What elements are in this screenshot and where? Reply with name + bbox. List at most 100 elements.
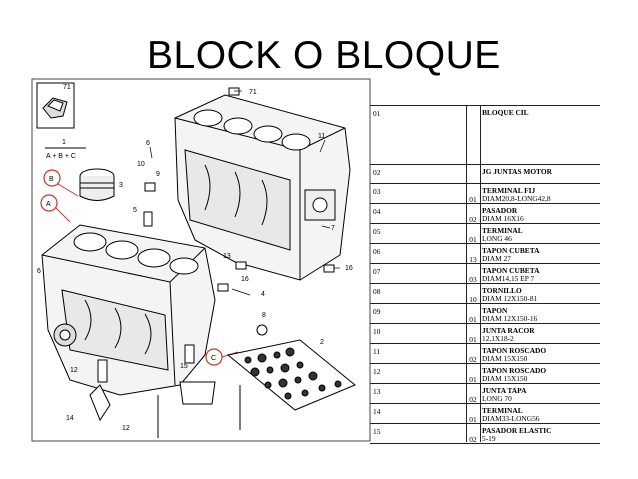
part-number: 04 [373, 207, 381, 216]
part-spec: DIAM20,8-LONG42,8 [482, 194, 551, 203]
part-number: 02 [373, 168, 381, 177]
part-qty: 01 [469, 375, 477, 384]
callout-16a: 16 [241, 276, 249, 283]
part-spec: LONG 46 [482, 234, 512, 243]
table-divider-1 [466, 105, 467, 442]
part-number: 01 [373, 109, 381, 118]
callout-6: 6 [146, 140, 150, 147]
circle-label-B: B [49, 176, 54, 183]
callout-3: 3 [119, 182, 123, 189]
part-name: TORNILLO [482, 286, 522, 295]
part-number: 08 [373, 287, 381, 296]
part-name: TAPON CUBETA [482, 246, 540, 255]
part-qty: 02 [469, 355, 477, 364]
callout-5: 5 [133, 207, 137, 214]
callout-71-box: 71 [63, 84, 71, 91]
callout-11: 11 [318, 133, 325, 140]
part-spec: DIAM 15X150 [482, 354, 528, 363]
part-number: 03 [373, 187, 381, 196]
callout-8: 8 [262, 312, 266, 319]
callout-12-bottom: 12 [122, 425, 130, 432]
part-spec: DIAM 27 [482, 254, 511, 263]
part-qty: 10 [469, 295, 477, 304]
part-number: 12 [373, 367, 381, 376]
part-name: JUNTA TAPA [482, 386, 527, 395]
front-engine-block [41, 224, 216, 396]
part-number: 07 [373, 267, 381, 276]
part-spec: DIAM 12X150-16 [482, 314, 538, 323]
part-name: PASADOR ELASTIC [482, 426, 552, 435]
callout-12-left: 12 [70, 367, 78, 374]
part-name: PASADOR [482, 206, 518, 215]
callout-71-top: 71 [249, 89, 257, 96]
part-spec: DIAM 15X150 [482, 374, 528, 383]
part-number: 06 [373, 247, 381, 256]
part-qty: 03 [469, 275, 477, 284]
callout-15: 15 [180, 363, 188, 370]
part-name: TAPON ROSCADO [482, 366, 547, 375]
seal-part-icon [36, 82, 75, 129]
slide-title: BLOCK O BLOQUE [147, 34, 501, 77]
circle-label-C: C [211, 355, 216, 362]
part-qty: 13 [469, 255, 477, 264]
rear-engine-block [174, 94, 351, 281]
part-spec: 12,1X18-2 [482, 334, 514, 343]
part-spec: DIAM 16X16 [482, 214, 524, 223]
part-spec: LONG 70 [482, 394, 512, 403]
part-spec: DIAM33-LONG56 [482, 414, 540, 423]
table-row: 02 JG JUNTAS MOTOR [370, 164, 600, 183]
gasket-set [226, 339, 356, 411]
part-spec: 5-19 [482, 434, 496, 443]
part-qty: 01 [469, 195, 477, 204]
part-name: BLOQUE CIL [482, 108, 529, 117]
callout-10: 10 [137, 161, 145, 168]
callout-14: 14 [66, 415, 74, 422]
part-qty: 01 [469, 235, 477, 244]
table-divider-2 [480, 105, 481, 442]
callout-16b: 16 [345, 265, 353, 272]
part-number: 11 [373, 347, 381, 356]
small-parts [89, 87, 335, 438]
part-number: 15 [373, 427, 381, 436]
part-number: 09 [373, 307, 381, 316]
part-qty: 02 [469, 435, 477, 444]
callout-7: 7 [331, 225, 335, 232]
part-qty: 01 [469, 415, 477, 424]
part-name: TERMINAL FIJ [482, 186, 536, 195]
part-qty: 01 [469, 315, 477, 324]
part-name: TAPON ROSCADO [482, 346, 547, 355]
callout-4: 4 [261, 291, 265, 298]
part-name: TERMINAL [482, 226, 523, 235]
part-name: TAPON CUBETA [482, 266, 540, 275]
table-row: 01 BLOQUE CIL [370, 105, 600, 164]
leader-lines [149, 90, 340, 296]
callout-13: 13 [223, 253, 231, 260]
part-name: TERMINAL [482, 406, 523, 415]
part-spec: DIAM14,15 EP 7 [482, 274, 535, 283]
part-qty: 02 [469, 395, 477, 404]
diagram-frame [31, 78, 371, 442]
part-number: 05 [373, 227, 381, 236]
part-name: JG JUNTAS MOTOR [482, 167, 552, 176]
part-number: 14 [373, 407, 381, 416]
callout-2: 2 [320, 339, 324, 346]
piston [79, 168, 115, 201]
callout-9: 9 [156, 171, 160, 178]
part-qty: 01 [469, 335, 477, 344]
part-name: TAPON [482, 306, 508, 315]
